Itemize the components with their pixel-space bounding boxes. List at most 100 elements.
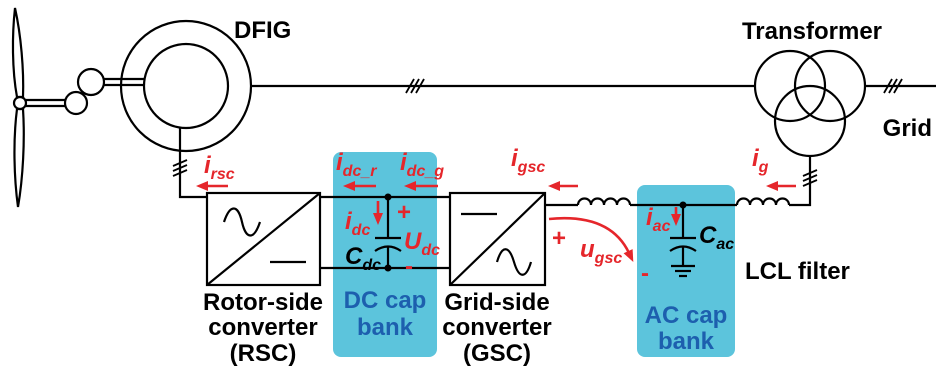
i-dc-g-subscript: dc_g [407, 163, 445, 180]
rsc-caption: Rotor-side converter (RSC) [203, 289, 323, 367]
rsc-caption-line: (RSC) [230, 340, 297, 367]
u-dc-minus-sign: - [405, 253, 413, 280]
rsc-caption-line: converter [208, 314, 317, 341]
u-gsc-arrow-arc [548, 216, 631, 254]
slash [172, 164, 188, 172]
three-phase-marks [172, 78, 903, 187]
gsc-caption-line: Grid-side [444, 289, 549, 316]
i-rsc-arrowhead [196, 181, 208, 191]
slash [172, 159, 188, 167]
i-g-subscript: g [758, 159, 769, 176]
u-gsc-label: ugsc [580, 236, 622, 267]
junction-dots [384, 193, 687, 272]
transformer-three-phase-mark [802, 169, 818, 187]
slash [172, 169, 188, 177]
dc-cap-bank-highlight [333, 152, 437, 357]
ac-cap-bank-caption-line: bank [658, 328, 715, 355]
i-ac-subscript: ac [653, 218, 671, 235]
gsc-caption-line: converter [442, 314, 551, 341]
slash [410, 78, 420, 94]
i-dc-symbol: i [345, 208, 353, 235]
dc-link-capacitor [374, 197, 402, 268]
turbine-blade-lower [13, 107, 25, 208]
i-gsc-symbol: i [511, 145, 519, 172]
i-dc-r-subscript: dc_r [343, 163, 378, 180]
c-dc-symbol: C [345, 243, 363, 270]
rsc-caption-line: Rotor-side [203, 289, 323, 316]
i-g-symbol: i [752, 145, 760, 172]
i-rsc-subscript: rsc [211, 166, 235, 183]
grid-label: Grid [883, 115, 932, 142]
i-rsc-symbol: i [204, 152, 212, 179]
dc-cap-bank-caption-line: bank [357, 314, 414, 341]
i-dc-r-symbol: i [336, 149, 344, 176]
dc-positive-junction-dot [384, 193, 392, 201]
slash [888, 78, 898, 94]
i-dc-label: idc [345, 208, 370, 239]
gearbox-high-speed-gear [76, 67, 106, 97]
dfig-rotor-circle [142, 42, 230, 130]
u-dc-label: Udc [404, 228, 440, 259]
slash [883, 78, 893, 94]
transformer-winding-left [753, 49, 827, 123]
gsc-box-outline [448, 191, 547, 287]
dc-negative-junction-dot [384, 264, 392, 272]
rotor-to-rsc-line [178, 128, 207, 199]
ac-filter-junction-dot [679, 201, 687, 209]
gearbox-low-speed-gear [63, 90, 89, 116]
c-ac-symbol: C [699, 222, 717, 249]
transformer-symbol [753, 49, 867, 158]
transformer-label: Transformer [742, 18, 882, 45]
grid-three-phase-mark [883, 78, 903, 94]
c-dc-label: Cdc [345, 243, 381, 274]
transformer-winding-right [793, 49, 867, 123]
slash [405, 78, 415, 94]
ac-sine-icon [495, 248, 533, 276]
slash [415, 78, 425, 94]
gsc-caption-line: (GSC) [463, 340, 531, 367]
c-ac-subscript: ac [716, 236, 734, 253]
rotor-three-phase-mark [172, 159, 188, 177]
u-dc-plus-sign: + [397, 199, 411, 226]
slash [893, 78, 903, 94]
i-g-arrowhead [766, 181, 778, 191]
slash [802, 179, 818, 187]
grid-side-inductor [735, 197, 791, 206]
i-gsc-subscript: gsc [517, 159, 546, 176]
ac-sine-icon [222, 207, 262, 237]
i-dc-arrowhead [373, 213, 383, 225]
slash [802, 174, 818, 182]
gsc-caption: Grid-side converter (GSC) [442, 289, 551, 367]
c-ac-label: Cac [699, 222, 734, 253]
gearbox [63, 67, 145, 116]
u-gsc-minus-sign: - [641, 260, 649, 287]
converter-side-inductor [576, 197, 632, 206]
i-gsc-arrowhead [548, 181, 560, 191]
u-dc-subscript: dc [421, 242, 440, 259]
u-dc-symbol: U [404, 228, 422, 255]
ac-cap-bank-caption-line: AC cap [645, 302, 728, 329]
ground-icon [671, 264, 695, 278]
i-rsc-label: irsc [204, 152, 235, 183]
dc-cap-bank-caption: DC cap bank [344, 287, 427, 341]
i-dc-subscript: dc [352, 222, 371, 239]
turbine-hub [12, 95, 28, 111]
i-dc-r-label: idc_r [336, 149, 377, 180]
dc-cap-bank-caption-line: DC cap [344, 287, 427, 314]
u-gsc-subscript: gsc [594, 250, 623, 267]
stator-three-phase-mark [405, 78, 425, 94]
slash [802, 169, 818, 177]
ac-cap-bank-caption: AC cap bank [645, 302, 728, 355]
wind-turbine [11, 7, 66, 208]
rsc-box-diagonal [206, 192, 321, 286]
gsc-converter-box [448, 191, 547, 287]
i-ac-symbol: i [646, 204, 654, 231]
i-dc-g-label: idc_g [400, 149, 444, 180]
i-gsc-label: igsc [511, 145, 545, 176]
filter-to-transformer-line [789, 156, 812, 207]
c-dc-subscript: dc [362, 257, 381, 274]
i-dc-g-arrowhead [404, 181, 416, 191]
i-dc-g-symbol: i [400, 149, 408, 176]
rsc-box-outline [205, 191, 322, 287]
